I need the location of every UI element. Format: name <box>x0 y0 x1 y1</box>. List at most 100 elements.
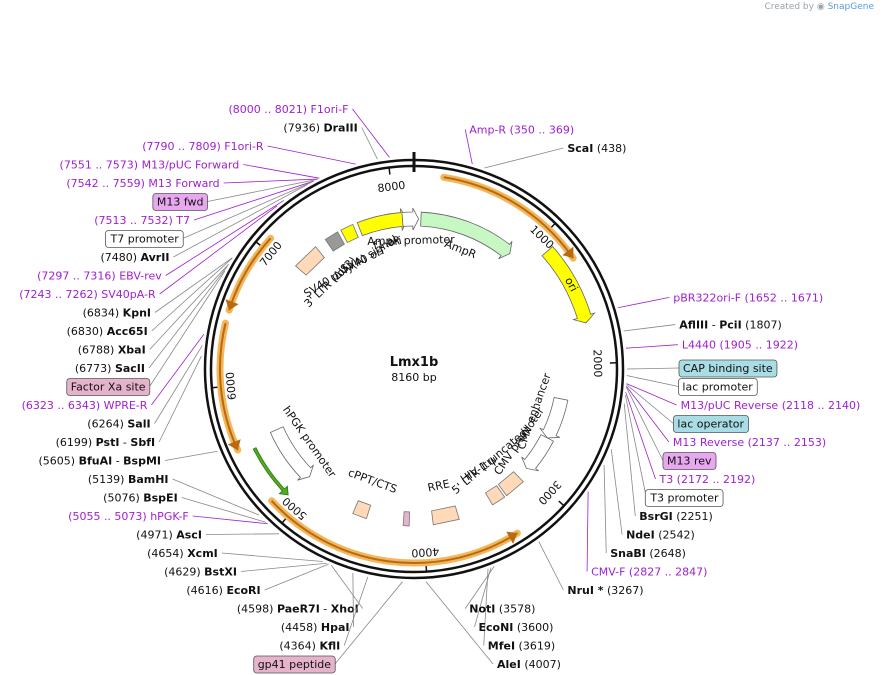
t3-primer-text: T3 (2172 .. 2192) <box>658 473 755 486</box>
asci-part-1: AscI <box>176 529 202 542</box>
label-bfuai: (5605) BfuAI - BspMI <box>39 450 218 468</box>
label-m13-rev-box: M13 rev <box>625 386 717 470</box>
psti-text: (6199) PstI - SbfI <box>56 436 156 449</box>
ebv-rev-text: (7297 .. 7316) EBV-rev <box>37 270 162 283</box>
sali-leader <box>154 345 203 424</box>
label-lac-operator: lac operator <box>626 384 749 433</box>
label-amp-r: Amp-R (350 .. 369) <box>464 124 574 165</box>
label-factor-xa: Factor Xa site <box>66 270 226 396</box>
label-acc65i: (6830) Acc65I <box>67 257 233 338</box>
nrui-leader <box>538 541 564 591</box>
lac-operator-text: lac operator <box>677 418 744 431</box>
xbai-part-0: (6788) <box>78 344 118 357</box>
bamhi-part-1: BamHI <box>128 473 169 486</box>
drai-text: (7936) DraIII <box>283 122 357 135</box>
hpgk-f-leader <box>192 515 268 525</box>
f1ori-r-text: (7790 .. 7809) F1ori-R <box>142 140 264 153</box>
label-sali: (6264) SalI <box>87 345 203 431</box>
m13-fwd-primer-text: (7542 .. 7559) M13 Forward <box>66 177 219 190</box>
avrii-text: (7480) AvrII <box>100 251 169 264</box>
m13-rev-box-leader <box>625 386 664 461</box>
sv40-ori-label: SV40 ori <box>339 244 386 276</box>
asci-text: (4971) AscI <box>136 529 202 542</box>
f1ori-r-part-0: (7790 .. 7809) F1ori-R <box>142 140 264 153</box>
m13puc-fwd-text: (7551 .. 7573) M13/pUC Forward <box>60 159 240 172</box>
lac-promoter-part-0: lac promoter <box>682 381 753 394</box>
econi-text: EcoNI (3600) <box>479 621 554 634</box>
t3-promoter-part-0: T3 promoter <box>649 492 719 505</box>
label-nrui: NruI * (3267) <box>538 541 644 597</box>
ampr-feature <box>420 211 513 260</box>
bfuai-text: (5605) BfuAI - BspMI <box>39 455 162 468</box>
ecori-text: (4616) EcoRI <box>186 584 260 597</box>
cmv-promoter-feature <box>521 434 554 472</box>
psti-part-3: SbfI <box>130 436 155 449</box>
pbr322ori-text: pBR322ori-F (1652 .. 1671) <box>673 291 823 304</box>
xbai-leader <box>149 263 229 350</box>
snabi-leader <box>603 465 607 554</box>
sv40-ori-feature <box>340 223 359 244</box>
m13puc-rev-part-0: M13/pUC Reverse (2118 .. 2140) <box>681 399 861 412</box>
bsrgi-leader <box>623 403 636 517</box>
hiv-psi-feature <box>484 485 506 506</box>
gp41-text: gp41 peptide <box>258 658 332 671</box>
ampr-promoter-label: AmpR promoter <box>367 233 455 248</box>
drai-part-1: DraIII <box>323 122 357 135</box>
m13puc-rev-leader <box>626 383 677 406</box>
hpgk-f-part-0: (5055 .. 5073) hPGK-F <box>68 510 189 523</box>
noti-part-1: (3578) <box>495 603 535 616</box>
afliii-part-2: PciI <box>719 319 741 332</box>
f1ori-f-leader <box>352 108 390 158</box>
snabi-text: SnaBI (2648) <box>610 547 686 560</box>
label-kpni: (6834) KpnI <box>83 257 233 320</box>
ndei-text: NdeI (2542) <box>626 529 695 542</box>
label-m13puc-rev: M13/pUC Reverse (2118 .. 2140) <box>626 383 861 412</box>
label-bsrgi: BsrGI (2251) <box>623 403 713 523</box>
xcmi-part-1: XcmI <box>187 547 218 560</box>
t3-promoter-box <box>644 489 724 507</box>
snapgene-credit: Created by ◉ SnapGene <box>764 2 874 12</box>
amp-r-text: Amp-R (350 .. 369) <box>469 124 574 137</box>
plasmid-length: 8160 bp <box>391 371 436 384</box>
m13-fwd-primer-leader <box>223 178 318 184</box>
label-f1ori-f: (8000 .. 8021) F1ori-F <box>229 103 390 158</box>
label-cap-site: CAP binding site <box>626 359 778 378</box>
afliii-part-3: (1807) <box>742 319 782 332</box>
m13-reverse-part-0: M13 Reverse (2137 .. 2153) <box>673 436 826 449</box>
label-m13-fwd-primer: (7542 .. 7559) M13 Forward <box>66 177 318 190</box>
noti-text: NotI (3578) <box>469 603 535 616</box>
wpre-r-part-0: (6323 .. 6343) WPRE-R <box>22 399 148 412</box>
label-avrii: (7480) AvrII <box>100 184 308 264</box>
label-asci: (4971) AscI <box>136 529 280 542</box>
bstxi-part-0: (4629) <box>164 566 204 579</box>
label-scai: ScaI (438) <box>484 142 626 169</box>
asci-leader <box>205 533 280 535</box>
factor-xa-part-0: Factor Xa site <box>71 381 146 394</box>
sacii-part-0: (6773) <box>75 362 115 375</box>
credit-brand: SnapGene <box>827 2 874 12</box>
ecori-leader <box>264 563 329 591</box>
noti-part-0: NotI <box>469 603 495 616</box>
ecori-part-0: (4616) <box>186 584 226 597</box>
m13puc-rev-text: M13/pUC Reverse (2118 .. 2140) <box>681 399 861 412</box>
ampr-promoter-feature <box>401 207 420 231</box>
afliii-part-0: AflIII <box>679 319 708 332</box>
lac-operator-leader <box>626 384 674 424</box>
bamhi-text: (5139) BamHI <box>88 473 169 486</box>
t3-promoter-leader <box>624 395 647 498</box>
bfuai-part-3: BspMI <box>123 455 161 468</box>
econi-part-0: EcoNI <box>479 621 514 634</box>
label-cmv-f: CMV-F (2827 .. 2847) <box>586 491 707 579</box>
f1ori-r-leader <box>267 145 356 165</box>
label-t3-promoter: T3 promoter <box>624 395 724 507</box>
cppt-feature <box>352 500 372 520</box>
rre-feature <box>431 505 460 526</box>
m13-reverse-leader <box>625 385 670 443</box>
m13-fwd-box-box <box>152 193 208 211</box>
m13-fwd-box-part-0: M13 fwd <box>157 196 204 209</box>
cmv-enhancer-feature <box>539 396 569 439</box>
ndei-leader <box>610 449 623 535</box>
f1-ori-label: f1 ori <box>372 234 403 253</box>
ecori-part-1: EcoRI <box>226 584 260 597</box>
psti-part-2: - <box>119 436 130 449</box>
